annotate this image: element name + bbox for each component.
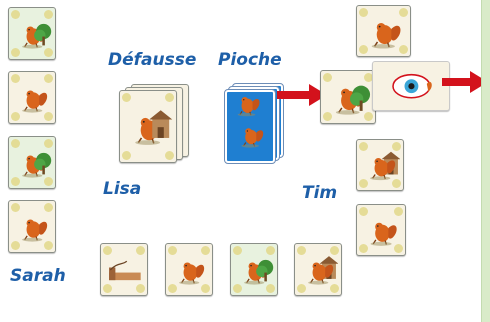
card-bottom-3[interactable] bbox=[230, 243, 278, 296]
card-tim-drawn[interactable] bbox=[372, 61, 450, 111]
draw-label: Pioche bbox=[218, 50, 282, 70]
squirrel-icon bbox=[134, 110, 173, 146]
player-label-tim: Tim bbox=[302, 183, 338, 203]
card-sarah-2[interactable] bbox=[8, 71, 56, 124]
card-sarah-1[interactable] bbox=[8, 7, 56, 60]
card-sarah-4[interactable] bbox=[8, 200, 56, 253]
discard-pile-top-card[interactable] bbox=[119, 90, 177, 163]
card-sarah-3[interactable] bbox=[8, 136, 56, 189]
card-tim-1[interactable] bbox=[356, 5, 411, 57]
card-bottom-1[interactable] bbox=[100, 243, 148, 296]
draw-pile-top-card[interactable] bbox=[224, 89, 276, 164]
card-tim-3[interactable] bbox=[356, 139, 404, 191]
card-back-icon bbox=[237, 96, 264, 149]
card-tim-2[interactable] bbox=[320, 70, 376, 124]
card-bottom-4[interactable] bbox=[294, 243, 342, 296]
card-bottom-2[interactable] bbox=[165, 243, 213, 296]
tim-arrow-icon bbox=[442, 71, 488, 93]
draw-arrow-icon bbox=[277, 84, 327, 106]
card-tim-4[interactable] bbox=[356, 204, 406, 256]
squirrel-icon bbox=[335, 85, 371, 116]
player-label-lisa: Lisa bbox=[103, 179, 142, 199]
eye-icon bbox=[391, 73, 432, 99]
player-label-sarah: Sarah bbox=[10, 266, 66, 286]
page-edge-strip bbox=[481, 0, 490, 322]
discard-label: Défausse bbox=[108, 50, 197, 70]
